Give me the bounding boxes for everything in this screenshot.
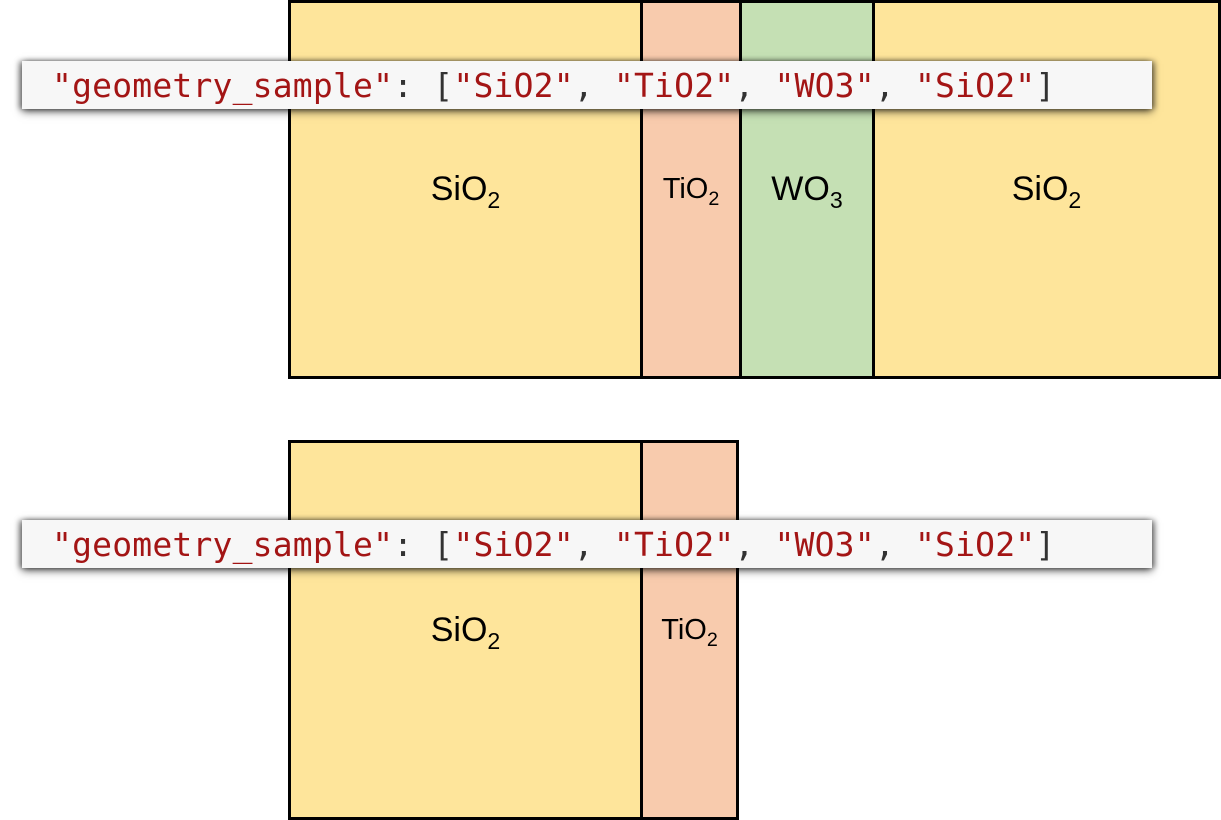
code-separator: , (573, 524, 614, 564)
code-item: "SiO2" (914, 65, 1036, 105)
code-key: "geometry_sample" (52, 65, 394, 105)
code-item: "SiO2" (914, 524, 1036, 564)
code-snippet-bottom: "geometry_sample": ["SiO2", "TiO2", "WO3… (22, 520, 1152, 568)
code-item: "SiO2" (453, 65, 574, 105)
layer-label: TiO2 (662, 173, 720, 210)
layer-tio2: TiO2 (640, 3, 739, 376)
layer-sio2: SiO2 (872, 3, 1218, 376)
code-key: "geometry_sample" (52, 524, 394, 564)
layer-sio2: SiO2 (291, 3, 640, 376)
layer-stack-top: SiO2 TiO2 WO3 SiO2 (288, 0, 1221, 379)
layer-stack-bottom: SiO2 TiO2 (288, 440, 739, 820)
code-separator: , (573, 65, 614, 105)
code-item: "TiO2" (613, 65, 735, 105)
layer-label: WO3 (771, 170, 843, 214)
code-item: "WO3" (774, 524, 875, 564)
code-item: "TiO2" (613, 524, 735, 564)
layer-wo3: WO3 (739, 3, 872, 376)
layer-tio2: TiO2 (640, 443, 736, 817)
code-snippet-top: "geometry_sample": ["SiO2", "TiO2", "WO3… (22, 61, 1152, 109)
layer-label: TiO2 (661, 613, 718, 651)
code-separator: , (874, 524, 915, 564)
code-colon: : (393, 65, 434, 105)
code-separator: , (734, 65, 775, 105)
code-open-bracket: [ (433, 65, 454, 105)
layer-label: SiO2 (430, 610, 501, 654)
code-colon: : (393, 524, 434, 564)
code-close-bracket: ] (1035, 65, 1056, 105)
code-open-bracket: [ (433, 524, 454, 564)
layer-label: SiO2 (430, 170, 501, 214)
layer-label: SiO2 (1011, 170, 1082, 214)
code-separator: , (874, 65, 915, 105)
code-item: "SiO2" (453, 524, 574, 564)
code-item: "WO3" (774, 65, 875, 105)
code-separator: , (734, 524, 775, 564)
layer-sio2: SiO2 (291, 443, 640, 817)
code-close-bracket: ] (1035, 524, 1056, 564)
